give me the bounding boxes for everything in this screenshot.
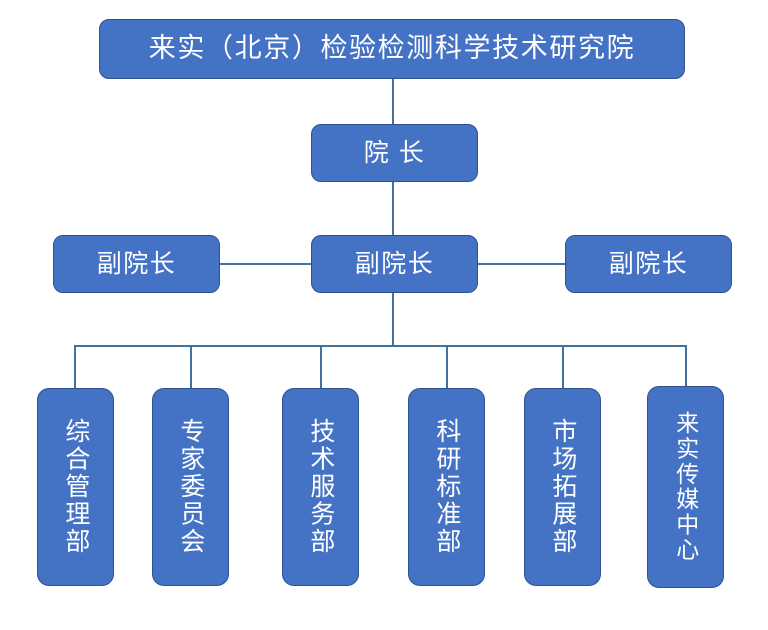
connector-vice-center-to-right — [477, 263, 566, 265]
connector-department-bus — [74, 345, 686, 347]
node-vice-director-center[interactable]: 副院长 — [311, 235, 478, 293]
connector-drop-department-3 — [320, 345, 322, 389]
node-department-expert-committee[interactable]: 专家委员会 — [152, 388, 229, 586]
node-department-technical-service[interactable]: 技术服务部 — [282, 388, 359, 586]
department-label: 综合管理部 — [61, 418, 90, 556]
node-vice-director-right[interactable]: 副院长 — [565, 235, 732, 293]
connector-drop-department-6 — [685, 345, 687, 389]
department-label: 技术服务部 — [306, 418, 335, 556]
node-institute-root[interactable]: 来实（北京）检验检测科学技术研究院 — [99, 19, 685, 79]
node-department-general-management[interactable]: 综合管理部 — [37, 388, 114, 586]
department-label: 专家委员会 — [176, 418, 205, 556]
connector-vice-center-to-left — [219, 263, 312, 265]
node-vice-director-left[interactable]: 副院长 — [53, 235, 220, 293]
department-label: 来实传媒中心 — [672, 411, 699, 563]
connector-drop-department-2 — [190, 345, 192, 389]
connector-vice-to-bus — [392, 292, 394, 346]
department-label: 科研标准部 — [432, 418, 461, 556]
connector-drop-department-5 — [562, 345, 564, 389]
connector-drop-department-4 — [446, 345, 448, 389]
connector-root-to-director — [392, 79, 394, 125]
connector-director-to-vice — [392, 182, 394, 236]
department-label: 市场拓展部 — [548, 418, 577, 556]
node-director[interactable]: 院 长 — [311, 124, 478, 182]
connector-drop-department-1 — [74, 345, 76, 389]
node-department-market-development[interactable]: 市场拓展部 — [524, 388, 601, 586]
node-department-laishi-media-center[interactable]: 来实传媒中心 — [647, 386, 724, 588]
node-department-research-standards[interactable]: 科研标准部 — [408, 388, 485, 586]
